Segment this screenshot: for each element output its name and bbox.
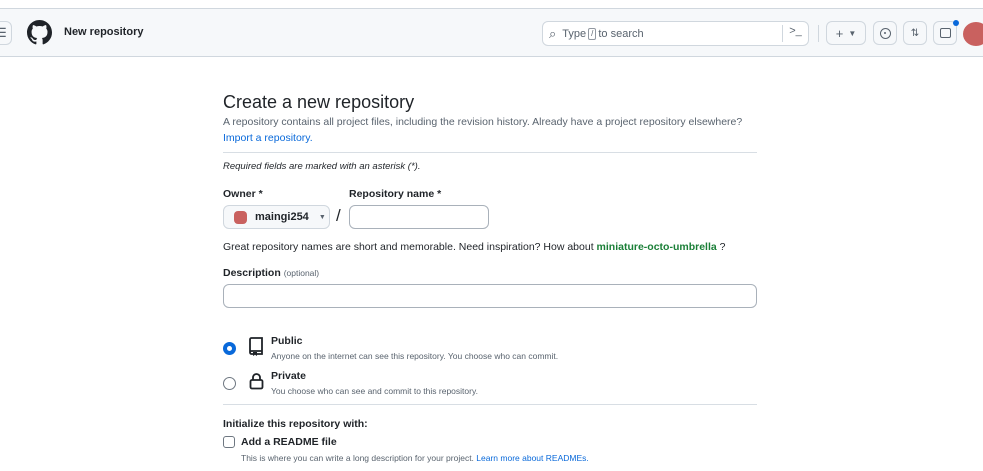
hint-suffix: ? [719, 241, 726, 253]
public-label: Public [271, 335, 303, 347]
suggested-name-link[interactable]: miniature-octo-umbrella [596, 241, 717, 253]
search-placeholder: Type [562, 27, 587, 40]
required-note: Required fields are marked with an aster… [223, 161, 421, 172]
owner-label: Owner * [223, 188, 263, 200]
divider [223, 404, 757, 405]
private-radio[interactable] [223, 377, 236, 390]
description-input[interactable] [223, 284, 757, 308]
inbox-icon [939, 28, 951, 38]
browser-strip [0, 0, 983, 9]
avatar[interactable] [963, 22, 983, 46]
repo-icon [249, 337, 263, 356]
chevron-down-icon: ▼ [318, 213, 326, 221]
readme-desc-text: This is where you can write a long descr… [241, 453, 474, 463]
menu-button[interactable]: ☰ [0, 21, 12, 45]
owner-dropdown[interactable]: maingi254 ▼ [223, 205, 330, 229]
import-repository-link[interactable]: Import a repository. [223, 132, 313, 144]
owner-avatar [234, 210, 247, 224]
search-icon: ⌕ [549, 25, 557, 41]
optional-tag: (optional) [283, 268, 320, 278]
hint-text: Great repository names are short and mem… [223, 241, 594, 253]
readme-description: This is where you can write a long descr… [241, 453, 589, 463]
chevron-down-icon: ▼ [848, 28, 857, 38]
issues-icon [879, 27, 891, 39]
private-label: Private [271, 370, 307, 382]
plus-icon: + [835, 25, 844, 41]
divider [818, 25, 819, 42]
page-title: Create a new repository [223, 92, 415, 112]
github-logo[interactable] [27, 20, 52, 45]
learn-more-readmes-link[interactable]: Learn more about READMEs. [476, 453, 589, 463]
page-subtitle: A repository contains all project files,… [223, 116, 743, 128]
global-header: ☰ New repository ⌕ Type / to search >_ +… [0, 9, 983, 57]
public-description: Anyone on the internet can see this repo… [271, 351, 559, 361]
pull-requests-button[interactable]: ⇅ [903, 21, 927, 45]
divider [223, 152, 757, 153]
menu-icon: ☰ [0, 25, 7, 40]
public-radio[interactable] [223, 342, 236, 355]
owner-repo-separator: / [336, 206, 341, 225]
readme-label[interactable]: Add a README file [241, 436, 337, 448]
search-input[interactable]: ⌕ Type / to search >_ [542, 21, 809, 46]
pull-requests-icon: ⇅ [910, 27, 920, 39]
command-palette-icon[interactable]: >_ [782, 25, 808, 42]
search-placeholder-suffix: to search [598, 27, 644, 40]
repo-name-input[interactable] [349, 205, 489, 229]
create-new-button[interactable]: +▼ [826, 21, 866, 45]
private-description: You choose who can see and commit to thi… [271, 386, 478, 396]
description-label: Description (optional) [223, 267, 319, 279]
description-label-text: Description [223, 267, 281, 279]
issues-button[interactable] [873, 21, 897, 45]
lock-icon [249, 373, 264, 390]
notification-dot [953, 20, 959, 26]
owner-value: maingi254 [255, 211, 309, 223]
name-hint: Great repository names are short and mem… [223, 241, 725, 253]
readme-checkbox[interactable] [223, 436, 235, 448]
repo-name-label: Repository name * [349, 188, 442, 200]
search-shortcut: / [588, 27, 597, 40]
header-title: New repository [64, 26, 144, 38]
init-heading: Initialize this repository with: [223, 418, 368, 430]
